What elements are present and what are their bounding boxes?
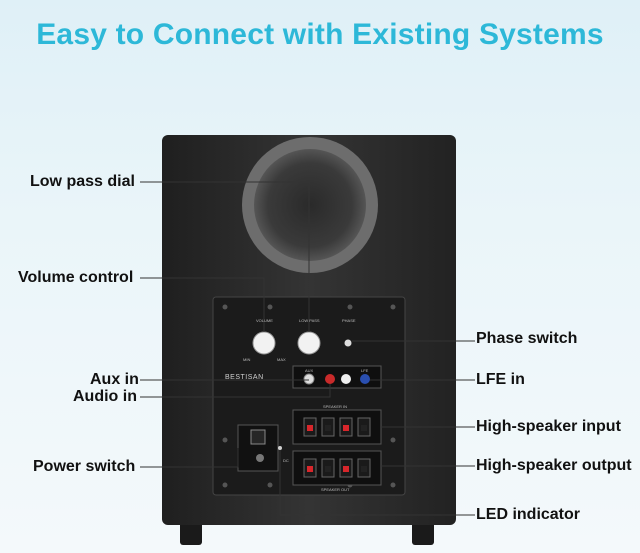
audio-jack-red: [325, 374, 335, 384]
brand-logo: BESTISAN: [225, 374, 264, 381]
speaker-out-text: SPEAKER OUT: [321, 487, 350, 492]
audio-jack-white: [341, 374, 351, 384]
label-audio-in: Audio in: [73, 388, 137, 405]
speaker-out-terminals: [303, 458, 371, 478]
lfe-text: LFE: [361, 368, 369, 373]
speaker-in-text: SPEAKER IN: [323, 404, 348, 409]
aux-jack: [303, 373, 315, 385]
callout-lines: [140, 181, 475, 516]
phase-text: PHASE: [342, 318, 356, 323]
volume-text: VOLUME: [256, 318, 273, 323]
label-high-speaker-input: High-speaker input: [476, 418, 621, 435]
max-text: MAX: [277, 357, 286, 362]
label-aux-in: Aux in: [90, 371, 139, 388]
lfe-jack: [360, 374, 370, 384]
min-text: MIN: [243, 357, 251, 362]
label-lfe-in: LFE in: [476, 371, 525, 388]
rca-block: [292, 365, 382, 389]
power-switch-rocker: [250, 429, 266, 445]
dc-jack: [256, 454, 264, 462]
low-pass-text: LOW PASS: [299, 318, 320, 323]
label-led-indicator: LED indicator: [476, 506, 581, 523]
label-low-pass-dial: Low pass dial: [30, 173, 135, 190]
led-light: [278, 446, 282, 450]
label-volume-control: Volume control: [18, 269, 134, 286]
dc-text: DC: [283, 458, 289, 463]
page-title: Easy to Connect with Existing Systems: [36, 18, 604, 51]
speaker-in-terminals: [303, 417, 371, 437]
low-pass-knob: [297, 331, 321, 355]
label-phase-switch: Phase switch: [476, 330, 578, 347]
aux-text: AUX: [305, 368, 314, 373]
bass-port: [254, 149, 366, 261]
volume-knob: [252, 331, 276, 355]
phase-switch-knob: [344, 339, 352, 347]
label-power-switch: Power switch: [33, 458, 136, 475]
label-high-speaker-output: High-speaker output: [476, 457, 632, 474]
